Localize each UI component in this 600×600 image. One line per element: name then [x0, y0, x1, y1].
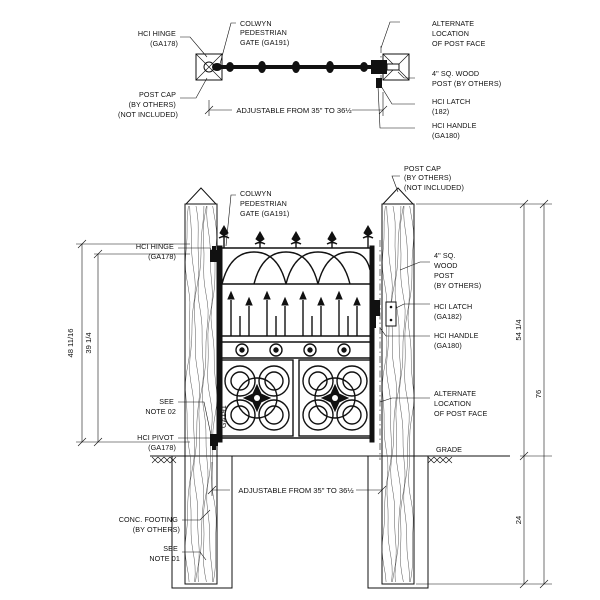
hinge-hardware: [210, 246, 218, 262]
left-footing: [171, 455, 233, 589]
elev-post-cap-label: POST CAP (BY OTHERS) (NOT INCLUDED): [404, 164, 464, 192]
elev-hinge-label: HCI HINGE (GA178): [136, 242, 176, 261]
left-dimensions: [76, 239, 190, 447]
dim-overall-gate-height: 48 11/16: [66, 329, 75, 358]
soil-hatch-left: [151, 456, 177, 464]
elev-alt-face-label: ALTERNATE LOCATION OF POST FACE: [434, 389, 487, 418]
elev-wood-post-label: 4" SQ. WOOD POST (BY OTHERS): [434, 251, 481, 290]
latch-hardware: [370, 300, 397, 328]
elev-see-note-02-label: SEE NOTE 02: [145, 397, 176, 416]
plan-wood-post-label: 4" SQ. WOOD POST (BY OTHERS): [432, 69, 501, 88]
elevation-leaders: [178, 175, 430, 561]
elev-handle-label: HCI HANDLE (GA180): [434, 331, 481, 350]
soil-hatch-right: [427, 456, 453, 464]
right-footing: [367, 455, 429, 589]
plan-adjustable-dimension: [204, 92, 388, 116]
grade-label: GRADE: [436, 445, 462, 454]
plan-view: HCI HINGE (GA178) COLWYN PEDESTRIAN GATE…: [118, 19, 501, 140]
elev-see-note-01-label: SEE NOTE 01: [149, 544, 180, 563]
plan-handle-label: HCI HANDLE (GA180): [432, 121, 479, 140]
bottom-adjustable-dimension: [207, 462, 387, 496]
elev-gate-label: COLWYN PEDESTRIAN GATE (GA191): [240, 189, 289, 218]
plan-gate-bar: [212, 60, 400, 88]
plan-leaders: [180, 21, 415, 129]
elev-footing-label: CONC. FOOTING (BY OTHERS): [119, 515, 180, 534]
colwyn-gate: GA191: [217, 224, 375, 443]
dim-footing-depth: 24: [514, 516, 523, 524]
elev-latch-label: HCI LATCH (GA182): [434, 302, 474, 321]
plan-alt-face-label: ALTERNATE LOCATION OF POST FACE: [432, 19, 485, 48]
elev-adjustable-text: ADJUSTABLE FROM 35" TO 36½: [238, 486, 354, 495]
pivot-hardware: [210, 434, 218, 450]
left-post: [184, 187, 218, 585]
dim-post-above-grade: 54 1/4: [514, 319, 523, 340]
gate-tag: GA191: [219, 405, 228, 428]
plan-hinge-label: HCI HINGE (GA178): [138, 29, 178, 48]
dim-post-total: 76: [534, 390, 543, 398]
elev-pivot-label: HCI PIVOT (GA178): [137, 433, 176, 452]
plan-gate-label: COLWYN PEDESTRIAN GATE (GA191): [240, 19, 289, 47]
right-post: [381, 187, 415, 585]
right-dimensions: [416, 199, 552, 589]
dim-panel-height: 39 1/4: [84, 332, 93, 353]
plan-adjustable-text: ADJUSTABLE FROM 35" TO 36½: [236, 106, 352, 115]
plan-post-cap-label: POST CAP (BY OTHERS) (NOT INCLUDED): [118, 90, 178, 119]
elevation-view: GA191: [66, 164, 552, 589]
plan-latch-label: HCI LATCH (182): [432, 97, 472, 116]
